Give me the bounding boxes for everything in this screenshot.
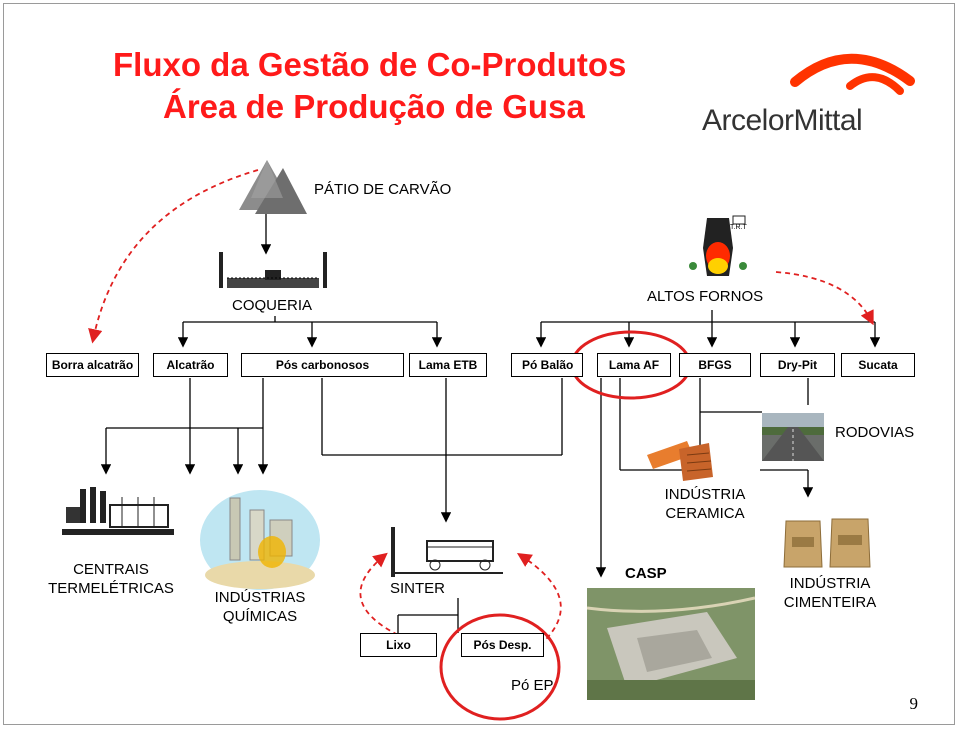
label-sinter: SINTER (390, 580, 446, 597)
label-industria-cimenteira: INDÚSTRIA CIMENTEIRA (770, 574, 890, 612)
chemical-plant-image (200, 480, 322, 590)
label-altos-fornos: ALTOS FORNOS (647, 288, 764, 305)
road-image (762, 413, 824, 461)
label-industria-ceramica-line: INDÚSTRIA CERAMICA (664, 486, 746, 522)
trt-tag: T.R.T (730, 224, 747, 231)
label-industria-cimenteira-line: INDÚSTRIA CIMENTEIRA (783, 575, 877, 611)
coproduct-lama-etb: Lama ETB (409, 353, 487, 377)
label-industrias-quimicas: INDÚSTRIAS QUÍMICAS (195, 588, 325, 626)
label-industrias-quimicas-line: INDÚSTRIAS QUÍMICAS (214, 589, 306, 625)
coproduct-pos-carbonosos: Pós carbonosos (241, 353, 404, 377)
label-centrais-termeletricas-line: CENTRAIS TERMELÉTRICAS (48, 561, 174, 597)
coproduct-sucata: Sucata (841, 353, 915, 377)
page-number: 9 (909, 694, 919, 713)
label-po-ep: Pó EP (511, 677, 554, 694)
coproduct-po-balao: Pó Balão (511, 353, 583, 377)
bricks-icon (643, 437, 715, 481)
casp-aerial-image (586, 588, 756, 700)
cement-bags-icon (782, 515, 872, 571)
label-industria-ceramica: INDÚSTRIA CERAMICA (650, 485, 760, 523)
label-casp: CASP (625, 565, 667, 582)
label-patio-carvao: PÁTIO DE CARVÃO (314, 181, 452, 198)
coproduct-dry-pit: Dry-Pit (760, 353, 835, 377)
sinter-output-lixo: Lixo (360, 633, 437, 657)
logo-text: ArcelorMittal (702, 104, 863, 137)
coproduct-borra-alcatrao: Borra alcatrão (46, 353, 139, 377)
coal-pile-icon (237, 160, 307, 214)
arcelormittal-logo: ArcelorMittal (700, 46, 915, 142)
label-rodovias: RODOVIAS (835, 424, 915, 441)
slide-subtitle: Área de Produção de Gusa (163, 88, 585, 125)
sinter-plant-icon (385, 525, 505, 580)
slide-title: Fluxo da Gestão de Co-Produtos (113, 46, 627, 83)
coke-oven-icon (215, 252, 333, 292)
coproduct-lama-af: Lama AF (597, 353, 671, 377)
blast-furnace-icon (685, 210, 755, 280)
sinter-output-pos-desp: Pós Desp. (461, 633, 544, 657)
slide-frame (3, 3, 955, 725)
coproduct-alcatrao: Alcatrão (153, 353, 228, 377)
arcelormittal-swoosh-icon (790, 53, 915, 95)
power-plant-icon (62, 485, 174, 537)
coproduct-bfgs: BFGS (679, 353, 751, 377)
label-centrais-termeletricas: CENTRAIS TERMELÉTRICAS (36, 560, 186, 598)
label-coqueria: COQUERIA (232, 297, 313, 314)
